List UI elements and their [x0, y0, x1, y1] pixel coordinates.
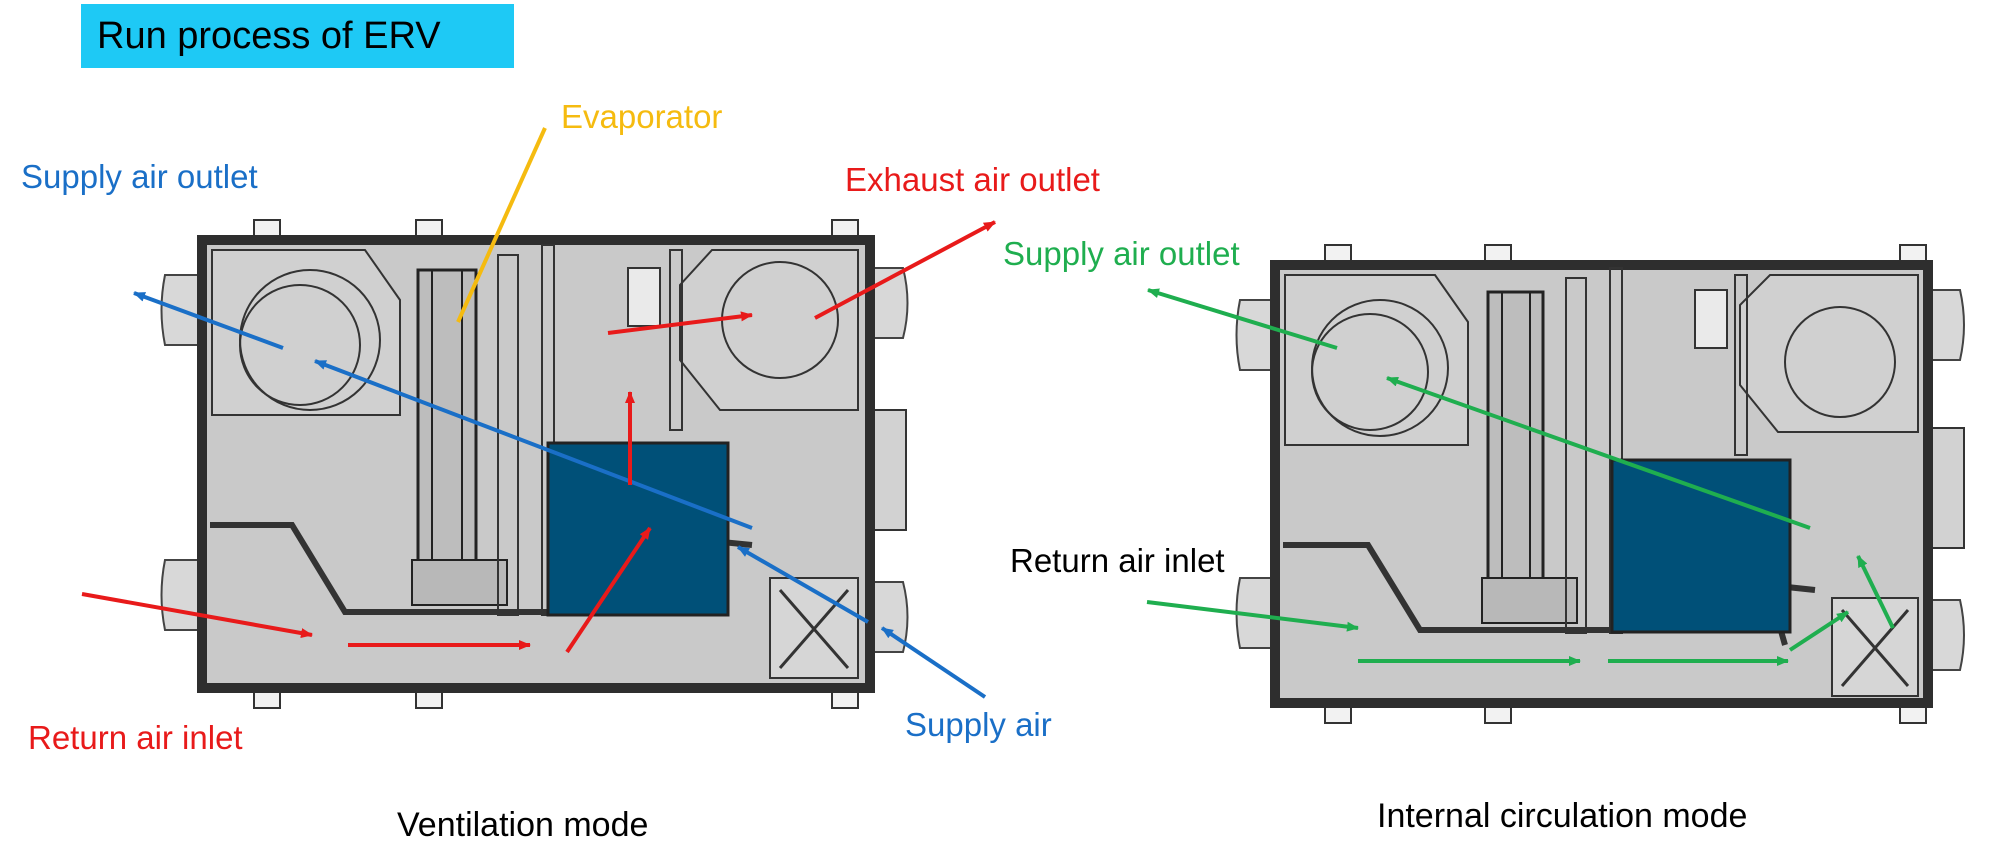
- circulation-mode-caption: Internal circulation mode: [1377, 797, 1748, 835]
- ventilation-mode-caption: Ventilation mode: [397, 806, 649, 844]
- supply-air-label: Supply air: [905, 706, 1052, 743]
- exhaust-arrow: [607, 311, 753, 335]
- return-air-inlet-label: Return air inlet: [28, 719, 243, 756]
- supply-arrow: [133, 291, 284, 350]
- circulation-airflow-arrows: [1146, 288, 1895, 666]
- evaporator-label: Evaporator: [561, 98, 723, 135]
- return-arrow: [565, 526, 652, 654]
- circulation-arrow: [1146, 600, 1359, 632]
- circulation-supply-air-outlet-label: Supply air outlet: [1003, 235, 1240, 272]
- circulation-arrow: [1147, 288, 1338, 350]
- supply-arrow: [737, 545, 869, 624]
- supply-air-outlet-label: Supply air outlet: [21, 158, 258, 195]
- ventilation-unit: [160, 219, 909, 709]
- circulation-return-air-inlet-label: Return air inlet: [1010, 542, 1225, 579]
- circulation-arrow: [1788, 610, 1850, 652]
- circulation-arrow: [1856, 555, 1895, 629]
- supply-arrow: [880, 626, 987, 699]
- supply-arrow: [314, 359, 753, 530]
- slide-title: Run process of ERV: [81, 4, 514, 68]
- ventilation-airflow-arrows: [81, 127, 996, 699]
- exhaust-air-outlet-label: Exhaust air outlet: [845, 161, 1100, 198]
- circulation-arrow: [1386, 376, 1811, 530]
- exhaust-arrow: [814, 220, 996, 320]
- circulation-unit: [1235, 244, 1965, 724]
- evaporator-leader-line: [456, 127, 547, 323]
- return-arrow: [81, 592, 313, 638]
